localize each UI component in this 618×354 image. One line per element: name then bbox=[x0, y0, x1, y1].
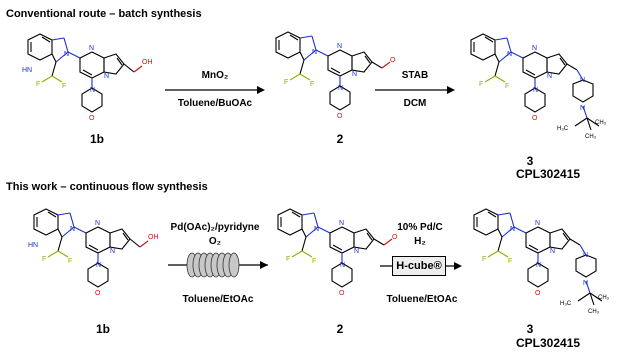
svg-text:N: N bbox=[96, 262, 101, 269]
svg-text:N: N bbox=[337, 43, 342, 50]
reaction-arrow-2 bbox=[375, 86, 455, 94]
compound-1b-bottom-structure: H N N N N F F N O OH bbox=[28, 208, 159, 297]
svg-text:N: N bbox=[536, 262, 541, 269]
svg-text:O: O bbox=[390, 57, 396, 64]
svg-text:N: N bbox=[510, 226, 515, 233]
reagent-mno2: MnO₂ bbox=[201, 70, 229, 81]
svg-text:N: N bbox=[70, 226, 75, 233]
svg-text:N: N bbox=[312, 49, 317, 56]
svg-text:O: O bbox=[89, 115, 95, 122]
svg-text:O: O bbox=[532, 115, 538, 122]
coil-reactor-icon bbox=[168, 252, 268, 278]
compound-3-name: CPL302415 bbox=[516, 167, 581, 181]
svg-text:H: H bbox=[28, 242, 33, 249]
flow-route-heading: This work – continuous flow synthesis bbox=[6, 181, 208, 193]
compound-3-label: 3 bbox=[526, 154, 534, 168]
svg-text:O: O bbox=[535, 290, 541, 297]
solvent-toluene-etoac-2: Toluene/EtOAc bbox=[386, 294, 458, 305]
compound-1b-label: 1b bbox=[89, 132, 104, 146]
svg-text:N: N bbox=[104, 73, 109, 80]
compound-3-top-structure: N N N F F N O N N H₃C CH₃ CH₃ bbox=[470, 33, 607, 140]
svg-text:N: N bbox=[532, 45, 537, 52]
svg-text:N: N bbox=[33, 242, 38, 249]
svg-text:F: F bbox=[479, 81, 483, 88]
svg-text:N: N bbox=[352, 71, 357, 78]
svg-text:N: N bbox=[533, 87, 538, 94]
svg-text:CH₃: CH₃ bbox=[598, 295, 610, 301]
svg-text:N: N bbox=[339, 220, 344, 227]
svg-text:O: O bbox=[95, 290, 101, 297]
svg-text:F: F bbox=[312, 258, 316, 265]
solvent-dcm: DCM bbox=[403, 98, 427, 109]
svg-text:F: F bbox=[36, 81, 40, 88]
compound-3-bottom-name: CPL302415 bbox=[516, 336, 581, 350]
svg-text:F: F bbox=[62, 83, 66, 90]
compound-2-bottom-structure: N N N F F N O O bbox=[277, 208, 398, 297]
svg-text:F: F bbox=[42, 256, 46, 263]
svg-text:F: F bbox=[284, 79, 288, 86]
svg-text:OH: OH bbox=[148, 234, 159, 241]
svg-text:N: N bbox=[507, 51, 512, 58]
svg-text:N: N bbox=[89, 45, 94, 52]
svg-text:H₃C: H₃C bbox=[560, 301, 572, 307]
reagent-pd-c: 10% Pd/C bbox=[397, 222, 443, 233]
svg-text:N: N bbox=[580, 105, 585, 112]
compound-1b-bottom-label: 1b bbox=[95, 322, 110, 336]
svg-text:F: F bbox=[286, 256, 290, 263]
svg-text:N: N bbox=[583, 280, 588, 287]
svg-text:N: N bbox=[110, 248, 115, 255]
svg-text:O: O bbox=[337, 113, 343, 120]
nh-atom-label: H bbox=[22, 67, 27, 74]
svg-text:O: O bbox=[392, 234, 398, 241]
svg-text:N: N bbox=[338, 85, 343, 92]
svg-text:N: N bbox=[90, 87, 95, 94]
svg-text:N: N bbox=[535, 220, 540, 227]
compound-2-bottom-label: 2 bbox=[336, 322, 344, 336]
compound-2-top-structure: N N N F F N O O bbox=[275, 31, 396, 120]
svg-text:F: F bbox=[508, 258, 512, 265]
svg-text:N: N bbox=[550, 248, 555, 255]
svg-text:F: F bbox=[68, 258, 72, 265]
svg-text:N: N bbox=[583, 252, 588, 259]
svg-text:N: N bbox=[314, 226, 319, 233]
reagent-pd-oac2-pyridyne: Pd(OAc)₂/pyridyne bbox=[170, 222, 260, 233]
compound-3-bottom-structure: N N N F F N O N N H₃C CH₃ CH₃ bbox=[473, 208, 610, 315]
svg-text:N: N bbox=[95, 220, 100, 227]
svg-text:F: F bbox=[310, 81, 314, 88]
solvent-toluene-etoac-1: Toluene/EtOAc bbox=[182, 294, 254, 305]
svg-text:OH: OH bbox=[142, 59, 153, 66]
svg-text:H₃C: H₃C bbox=[557, 126, 569, 132]
svg-text:CH₃: CH₃ bbox=[595, 120, 607, 126]
reagent-h2: H₂ bbox=[414, 236, 426, 247]
svg-text:CH₃: CH₃ bbox=[585, 134, 597, 140]
reaction-arrow-1 bbox=[165, 86, 265, 94]
svg-text:N: N bbox=[354, 248, 359, 255]
svg-text:F: F bbox=[505, 83, 509, 90]
svg-text:N: N bbox=[27, 67, 32, 74]
svg-text:O: O bbox=[339, 290, 345, 297]
reagent-o2: O₂ bbox=[208, 236, 222, 247]
conventional-route-heading: Conventional route – batch synthesis bbox=[6, 8, 202, 20]
svg-text:N: N bbox=[547, 73, 552, 80]
svg-text:N: N bbox=[64, 51, 69, 58]
svg-text:F: F bbox=[482, 256, 486, 263]
compound-2-label: 2 bbox=[336, 132, 344, 146]
compound-1b-top-structure: H N N N N F F N O OH bbox=[22, 33, 153, 122]
solvent-toluene-buoac: Toluene/BuOAc bbox=[177, 98, 253, 109]
svg-text:N: N bbox=[340, 262, 345, 269]
h-cube-device: H-cube® bbox=[392, 256, 446, 276]
compound-3-bottom-label: 3 bbox=[526, 322, 534, 336]
svg-text:N: N bbox=[580, 77, 585, 84]
svg-text:CH₃: CH₃ bbox=[588, 309, 600, 315]
reagent-stab: STAB bbox=[401, 70, 429, 81]
